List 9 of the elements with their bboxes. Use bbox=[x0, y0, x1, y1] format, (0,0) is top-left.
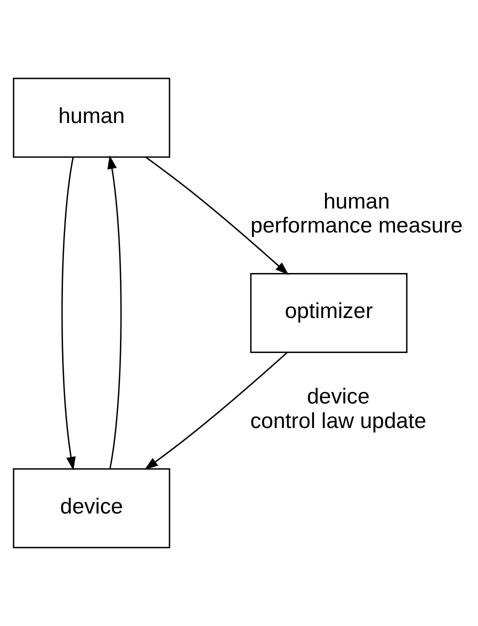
node-box: device bbox=[12, 468, 170, 548]
arrow bbox=[107, 155, 122, 468]
arrow bbox=[146, 156, 289, 276]
edge-label: human performance measure bbox=[250, 188, 463, 238]
arrow bbox=[61, 157, 76, 470]
node-box: optimizer bbox=[250, 273, 408, 353]
arrow bbox=[144, 352, 288, 470]
edge-label: device control law update bbox=[250, 384, 426, 433]
node-box: human bbox=[12, 78, 170, 158]
